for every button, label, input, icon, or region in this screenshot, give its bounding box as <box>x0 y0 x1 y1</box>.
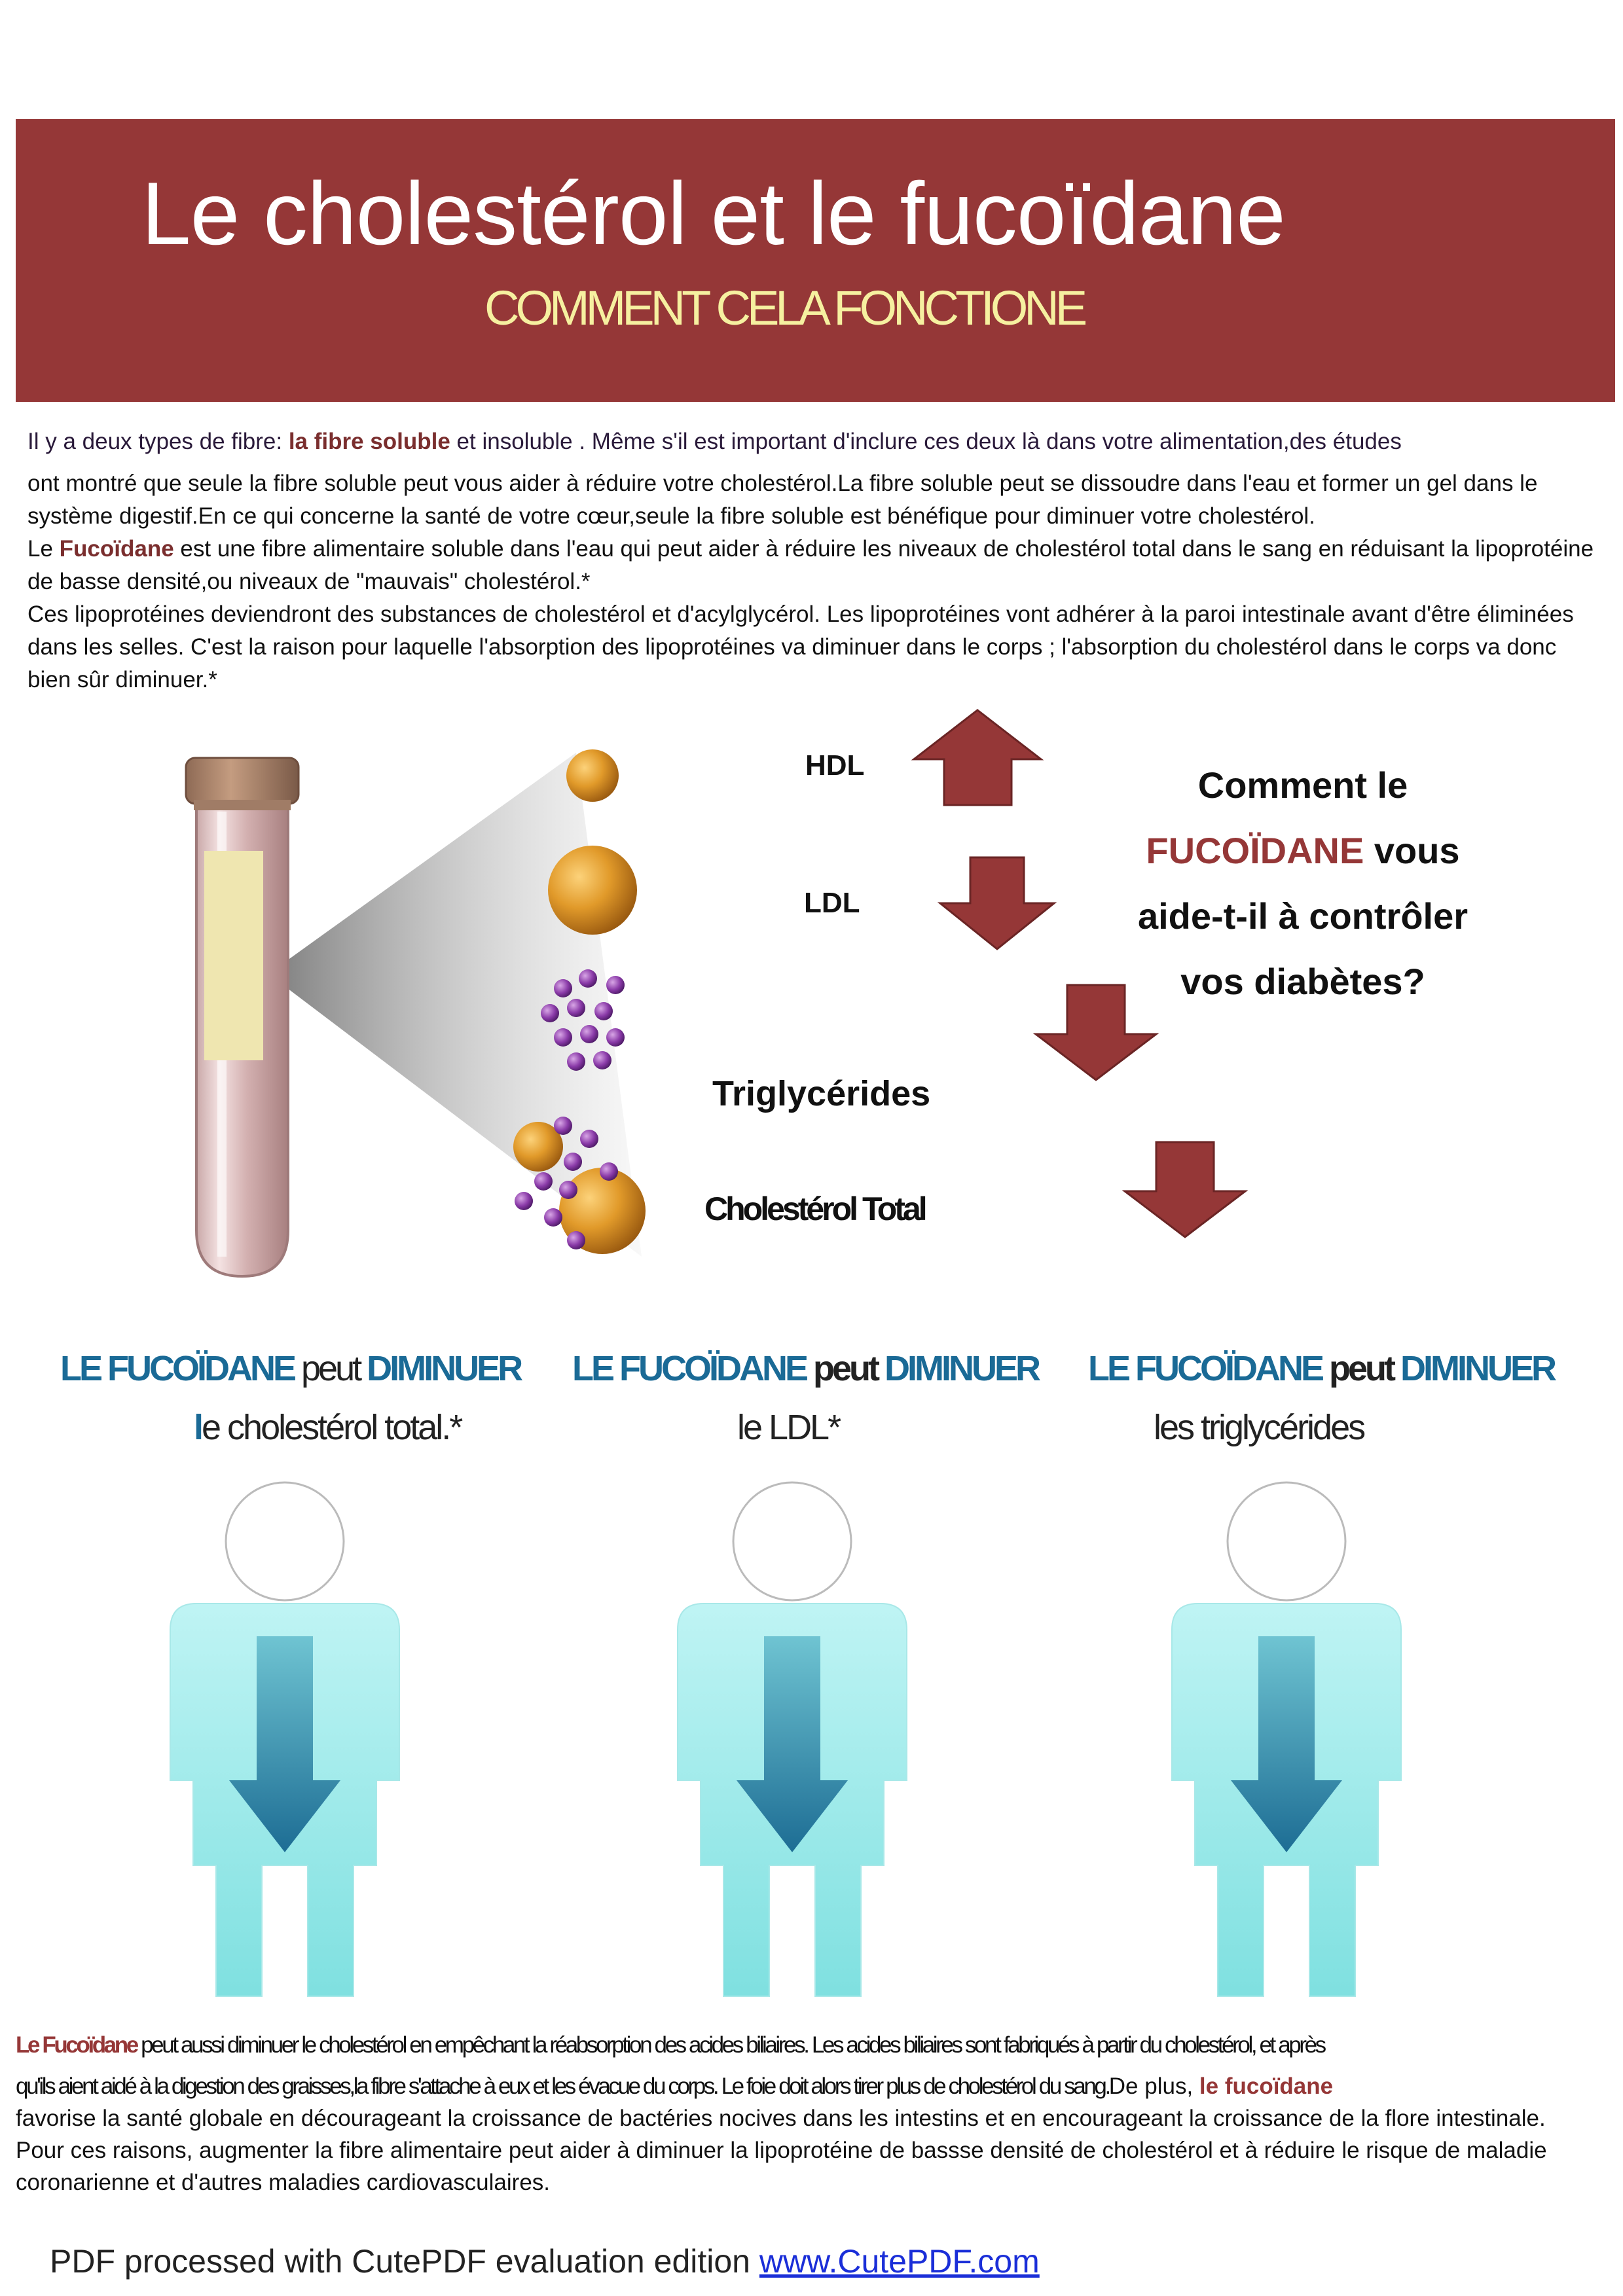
ldl-particle <box>548 846 637 935</box>
tube-cap <box>185 757 300 805</box>
person-figure-1 <box>170 1481 400 1997</box>
person-figure-2 <box>677 1481 907 1997</box>
panel-2-heading: LE FUCOÏDANE peut DIMINUER <box>572 1349 1041 1388</box>
bottom-paragraph-rest: favorise la santé globale en découragean… <box>16 2106 1547 2195</box>
cutepdf-link[interactable]: www.CutePDF.com <box>759 2243 1040 2280</box>
ldl-down-arrow <box>937 856 1057 950</box>
bottom-line-2: qu'ils aient aidé à la digestion des gra… <box>16 2073 1334 2099</box>
panel-3-subtitle: les triglycérides <box>1154 1408 1366 1447</box>
person-figure-3 <box>1171 1481 1402 1997</box>
tube-label <box>204 851 263 1060</box>
question-block: Comment le FUCOÏDANE vous aide-t-il à co… <box>1137 764 1468 1002</box>
hdl-up-arrow <box>911 709 1044 806</box>
panel-2-subtitle: le LDL* <box>737 1408 841 1447</box>
intro-line-1: Il y a deux types de fibre: la fibre sol… <box>27 429 1402 454</box>
intro-paragraph-2: ont montré que seule la fibre soluble pe… <box>27 471 1538 529</box>
total-cholesterol-particles <box>513 1117 646 1254</box>
panel-1-subtitle: le cholestérol total.* <box>194 1408 463 1447</box>
question-fucoidane: FUCOÏDANE <box>1146 830 1364 871</box>
ldl-label: LDL <box>804 887 860 919</box>
decrease-arrow-3 <box>1231 1636 1342 1852</box>
bottom-line-1: Le Fucoïdane peut aussi diminuer le chol… <box>16 2032 1326 2058</box>
decrease-arrow-2 <box>737 1636 848 1852</box>
triglycerides-down-arrow <box>1032 984 1159 1081</box>
intro-paragraph-4: Ces lipoprotéines deviendront des substa… <box>27 601 1574 692</box>
page-subtitle: COMMENT CELA FONCTIONE <box>484 281 1087 335</box>
total-cholesterol-label: Cholestérol Total <box>704 1191 928 1227</box>
page-title: Le cholestérol et le fucoïdane <box>141 164 1286 263</box>
bottom-text: Le Fucoïdane peut aussi diminuer le chol… <box>16 2029 1600 2198</box>
triglycerides-label: Triglycérides <box>712 1074 931 1113</box>
total-cholesterol-down-arrow <box>1122 1141 1249 1238</box>
intro-paragraph-3: Le Fucoïdane est une fibre alimentaire s… <box>27 536 1594 594</box>
panel-3-heading: LE FUCOÏDANE peut DIMINUER <box>1088 1349 1557 1388</box>
panel-1-heading: LE FUCOÏDANE peut DIMINUER <box>60 1349 523 1388</box>
test-tube <box>185 757 300 1278</box>
hdl-particle <box>566 749 619 802</box>
hdl-label: HDL <box>805 749 865 781</box>
header-banner <box>16 119 1615 402</box>
intro-text: Il y a deux types de fibre: la fibre sol… <box>27 425 1599 696</box>
decrease-arrow-1 <box>229 1636 340 1852</box>
footer: PDF processed with CutePDF evaluation ed… <box>50 2243 1040 2280</box>
triglyceride-particles <box>541 969 625 1071</box>
